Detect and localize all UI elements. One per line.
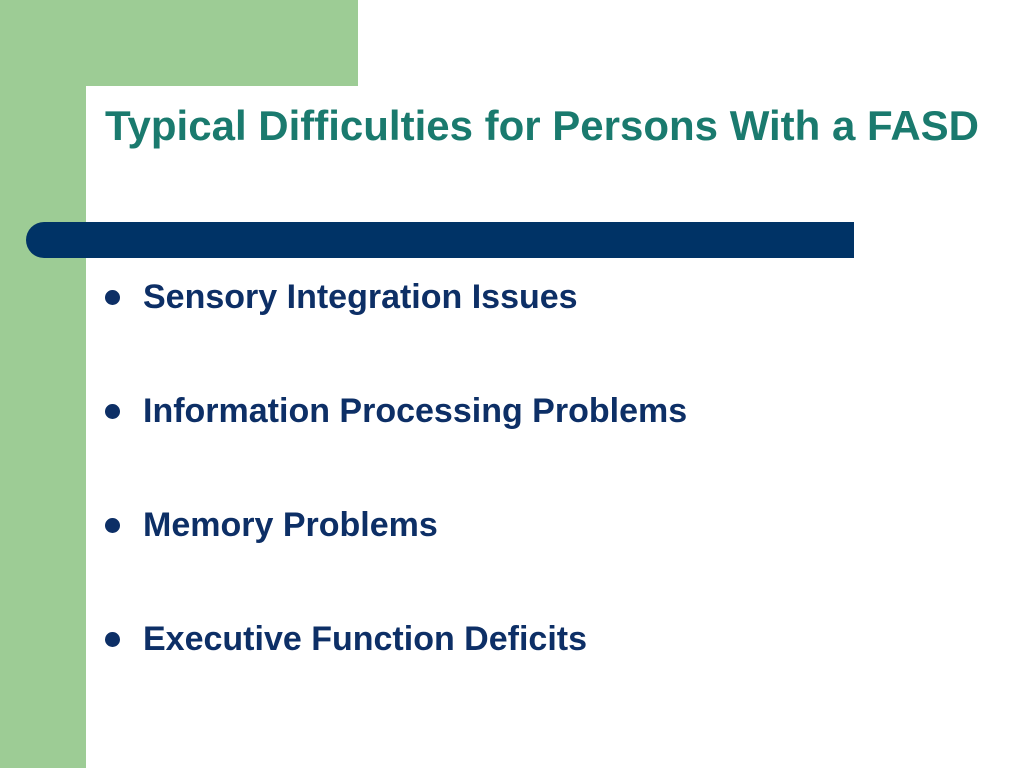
bullet-dot-icon <box>105 290 120 305</box>
bullet-text: Information Processing Problems <box>143 392 688 430</box>
bullet-text: Memory Problems <box>143 506 438 544</box>
bullet-dot-icon <box>105 632 120 647</box>
bullet-text: Sensory Integration Issues <box>143 278 578 316</box>
green-side-band <box>0 0 86 768</box>
bullet-item-memory: Memory Problems <box>105 498 687 612</box>
bullet-item-sensory: Sensory Integration Issues <box>105 270 687 384</box>
title-underline-bar <box>26 222 854 258</box>
bullet-list: Sensory Integration Issues Information P… <box>105 270 687 726</box>
bullet-text: Executive Function Deficits <box>143 620 587 658</box>
bullet-item-information: Information Processing Problems <box>105 384 687 498</box>
bullet-dot-icon <box>105 518 120 533</box>
green-top-band <box>0 0 358 86</box>
bullet-dot-icon <box>105 404 120 419</box>
bullet-item-executive: Executive Function Deficits <box>105 612 687 726</box>
content-panel <box>86 86 1024 768</box>
slide-title: Typical Difficulties for Persons With a … <box>105 102 980 149</box>
